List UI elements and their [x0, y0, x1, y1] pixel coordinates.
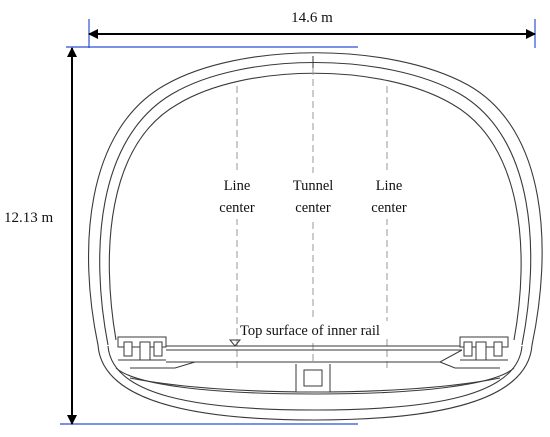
middle-invert — [107, 345, 523, 411]
centerline-labels: Line center Tunnel center Line center — [210, 173, 415, 219]
central-drain — [295, 364, 331, 393]
right-centerline-label-1: Line — [376, 178, 403, 194]
right-walkway — [459, 336, 509, 361]
height-label: 12.13 m — [4, 210, 54, 226]
rail-level-marker — [228, 339, 242, 347]
dimension-arrows — [67, 29, 536, 425]
right-centerline-label-2: center — [371, 200, 407, 216]
tunnel-centerline-label-2: center — [295, 200, 331, 216]
track-slab-bottom — [166, 349, 463, 363]
width-label: 14.6 m — [291, 10, 333, 26]
outer-invert — [97, 344, 533, 421]
inner-lining — [108, 72, 522, 341]
outer-lining — [88, 52, 543, 346]
middle-lining — [99, 61, 532, 346]
ballast-profile-right — [439, 361, 500, 369]
left-centerline-label-1: Line — [224, 178, 251, 194]
track-bed — [130, 345, 500, 369]
rail-label: Top surface of inner rail — [240, 323, 380, 339]
left-centerline-label-2: center — [219, 200, 255, 216]
ballast-profile — [130, 361, 196, 369]
dimension-guides — [60, 19, 536, 425]
left-walkway — [117, 336, 167, 361]
tunnel-centerline-label-1: Tunnel — [293, 178, 334, 194]
